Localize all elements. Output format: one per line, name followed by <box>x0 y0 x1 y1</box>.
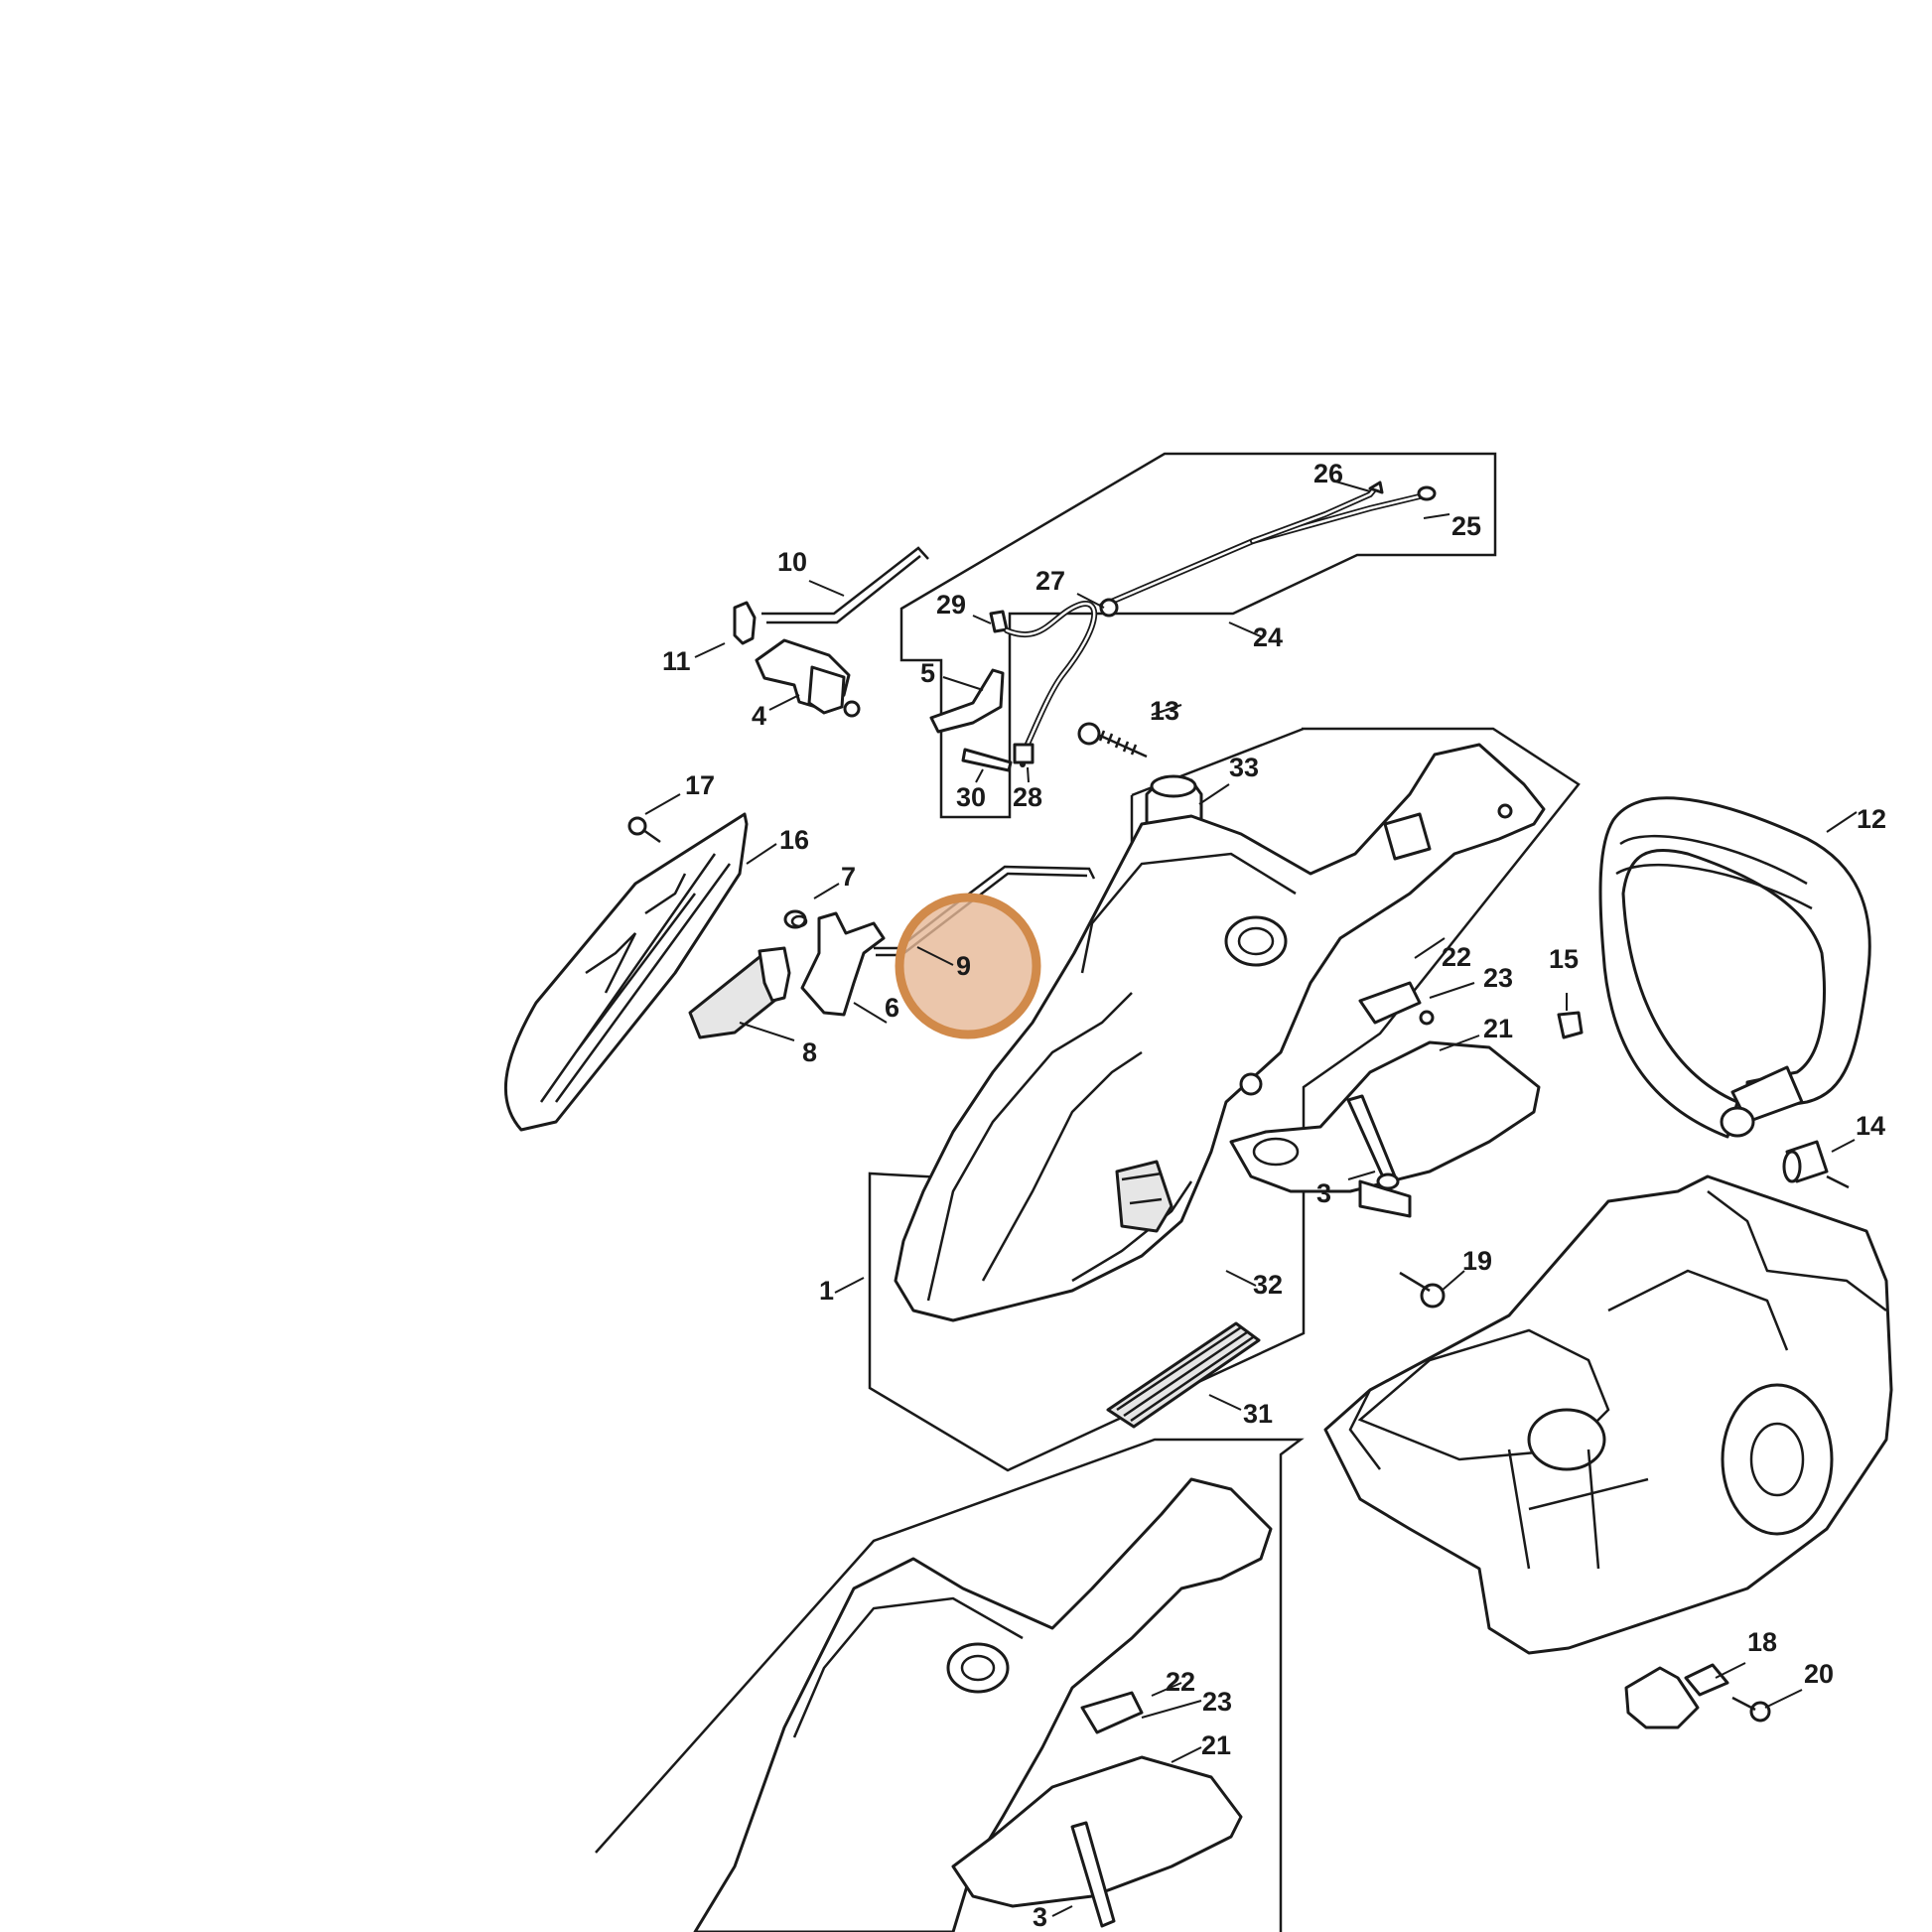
part-14-damper <box>1782 1140 1850 1189</box>
callout-9: 9 <box>956 951 971 981</box>
callout-14: 14 <box>1856 1111 1885 1141</box>
callout-30: 30 <box>956 782 986 812</box>
part-3-bolt <box>1346 1094 1400 1190</box>
callout-20: 20 <box>1804 1659 1834 1689</box>
part-17-screw <box>627 816 661 844</box>
part-7-spring <box>783 909 808 929</box>
callout-26: 26 <box>1313 459 1343 488</box>
part-10-rod <box>761 546 929 624</box>
callout-10: 10 <box>777 547 807 577</box>
callout-21-variant: 21 <box>1201 1730 1231 1760</box>
part-23-screw <box>1419 1010 1435 1026</box>
callout-19: 19 <box>1462 1246 1492 1276</box>
callout-15: 15 <box>1549 944 1579 974</box>
housing-variant <box>595 1438 1305 1932</box>
handle-housing-group-frame <box>868 727 1581 1472</box>
callout-7: 7 <box>841 862 856 892</box>
callout-16: 16 <box>779 825 809 855</box>
part-22-plug <box>1358 981 1422 1025</box>
part-13-screw <box>1077 722 1148 759</box>
callout-25: 25 <box>1451 511 1481 541</box>
callout-3-variant: 3 <box>1033 1902 1047 1932</box>
callout-8: 8 <box>802 1037 817 1067</box>
callout-29: 29 <box>936 590 966 620</box>
part-29-clip <box>989 610 1009 633</box>
callout-33: 33 <box>1229 753 1259 782</box>
part-18-bracket <box>1624 1663 1729 1729</box>
part-16-side-cover <box>503 812 749 1132</box>
callout-28: 28 <box>1013 782 1042 812</box>
part-4-throttle-lock <box>755 638 861 718</box>
part-6-trigger <box>800 911 886 1017</box>
part-8-grip-insert <box>688 946 791 1039</box>
callout-13: 13 <box>1150 696 1179 726</box>
part-5-lever <box>929 668 1005 734</box>
callout-3: 3 <box>1316 1178 1331 1208</box>
callout-1: 1 <box>819 1276 834 1306</box>
part-1-handle-housing <box>894 743 1546 1322</box>
wiring-harness <box>961 481 1437 772</box>
part-15-screw <box>1557 1011 1584 1039</box>
callout-12: 12 <box>1857 804 1886 834</box>
callout-22-variant: 22 <box>1166 1667 1195 1697</box>
callout-31: 31 <box>1243 1399 1273 1429</box>
callout-21: 21 <box>1483 1014 1513 1043</box>
part-19-screw <box>1399 1271 1446 1309</box>
callout-11: 11 <box>662 646 691 676</box>
part-21-plate <box>1229 1040 1541 1218</box>
part-20-screw <box>1731 1696 1771 1723</box>
part-9-leader <box>916 946 954 966</box>
part-11-lever <box>733 601 757 645</box>
callout-4: 4 <box>752 701 766 731</box>
callout-23-variant: 23 <box>1202 1687 1232 1717</box>
callout-17: 17 <box>685 770 715 800</box>
leader-lines <box>644 480 1858 1917</box>
callout-5: 5 <box>920 658 935 688</box>
wiring-group-frame <box>899 452 1497 819</box>
callout-27: 27 <box>1035 566 1065 596</box>
callout-23: 23 <box>1483 963 1513 993</box>
callout-32: 32 <box>1253 1270 1283 1300</box>
part-31-grip-pad <box>1106 1321 1261 1429</box>
engine-block <box>1323 1174 1893 1655</box>
callout-labels: 10 11 4 5 29 27 26 25 24 28 30 13 33 17 … <box>662 459 1886 1932</box>
callout-6: 6 <box>885 993 899 1023</box>
callout-18: 18 <box>1747 1627 1777 1657</box>
highlight-circle <box>895 893 1041 1039</box>
part-12-front-handle <box>1598 796 1871 1139</box>
callout-24: 24 <box>1253 622 1283 652</box>
callout-22: 22 <box>1442 942 1471 972</box>
